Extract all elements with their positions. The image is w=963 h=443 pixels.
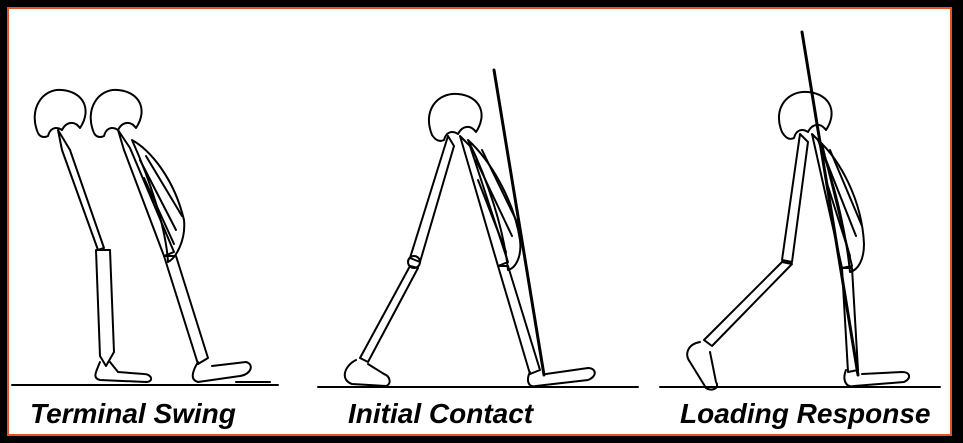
pelvis-icon <box>91 90 142 137</box>
pelvis-icon <box>35 90 86 137</box>
hamstring-muscle <box>818 140 864 272</box>
phase-label-loading-response: Loading Response <box>680 398 930 430</box>
ground-reaction-force-line <box>802 32 858 375</box>
phase-label-initial-contact: Initial Contact <box>348 398 533 430</box>
pelvis-icon <box>429 94 482 141</box>
pelvis-icon <box>779 92 832 139</box>
phase-label-terminal-swing: Terminal Swing <box>30 398 236 430</box>
hamstring-muscle <box>132 140 184 262</box>
ground-reaction-force-line <box>494 70 544 375</box>
